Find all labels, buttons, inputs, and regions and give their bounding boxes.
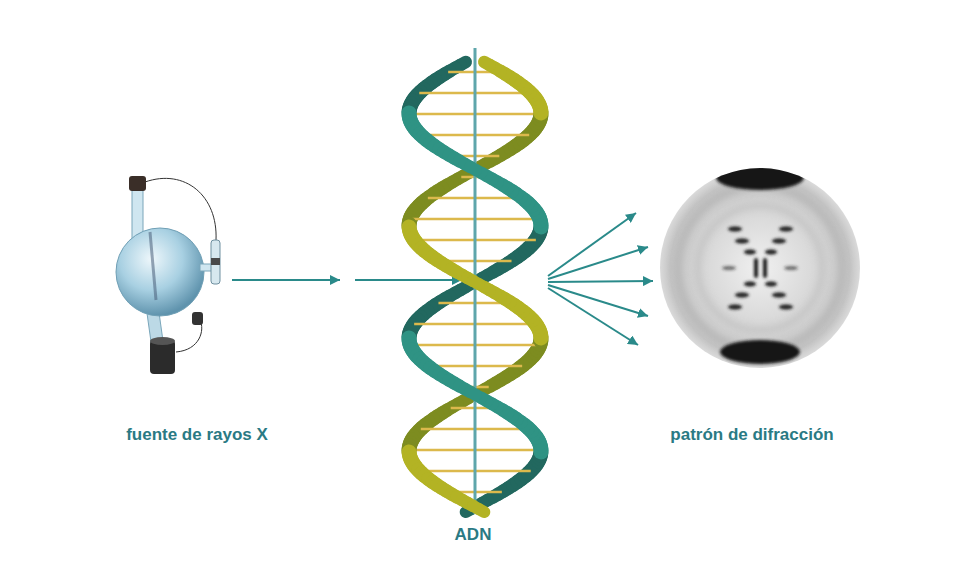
backbone-strand — [484, 62, 489, 65]
diffracted-rays — [548, 213, 653, 345]
backbone-strand — [473, 506, 479, 509]
electrode-cap — [150, 340, 175, 374]
glass-arm — [200, 264, 212, 271]
film-disc — [660, 168, 860, 368]
ray-arrow — [548, 281, 653, 282]
electrode-nub — [192, 312, 203, 325]
pattern-spots — [678, 166, 842, 364]
ray-arrow — [548, 288, 638, 345]
diffraction-pattern — [660, 166, 860, 368]
backbone-strand — [470, 392, 476, 395]
ray-arrow — [548, 285, 648, 316]
part-label: fuente de rayos X — [126, 424, 268, 446]
beam-arrow — [232, 279, 340, 281]
xray-tube — [116, 176, 220, 374]
part-label: patrón de difracción — [670, 424, 833, 446]
ray-arrow — [548, 247, 648, 279]
beam-arrow — [355, 279, 462, 281]
electrode-cap-top — [150, 337, 175, 345]
electrode-cap — [129, 176, 146, 191]
anode-arm — [211, 240, 220, 284]
cathode — [150, 232, 156, 300]
backbone-strand — [473, 281, 479, 284]
anode-band — [211, 258, 220, 265]
backbone-strand — [470, 167, 476, 170]
part-label: ADN — [455, 524, 492, 546]
glass-bulb — [116, 228, 204, 316]
ray-arrow — [548, 213, 636, 276]
dna-helix — [409, 48, 541, 514]
